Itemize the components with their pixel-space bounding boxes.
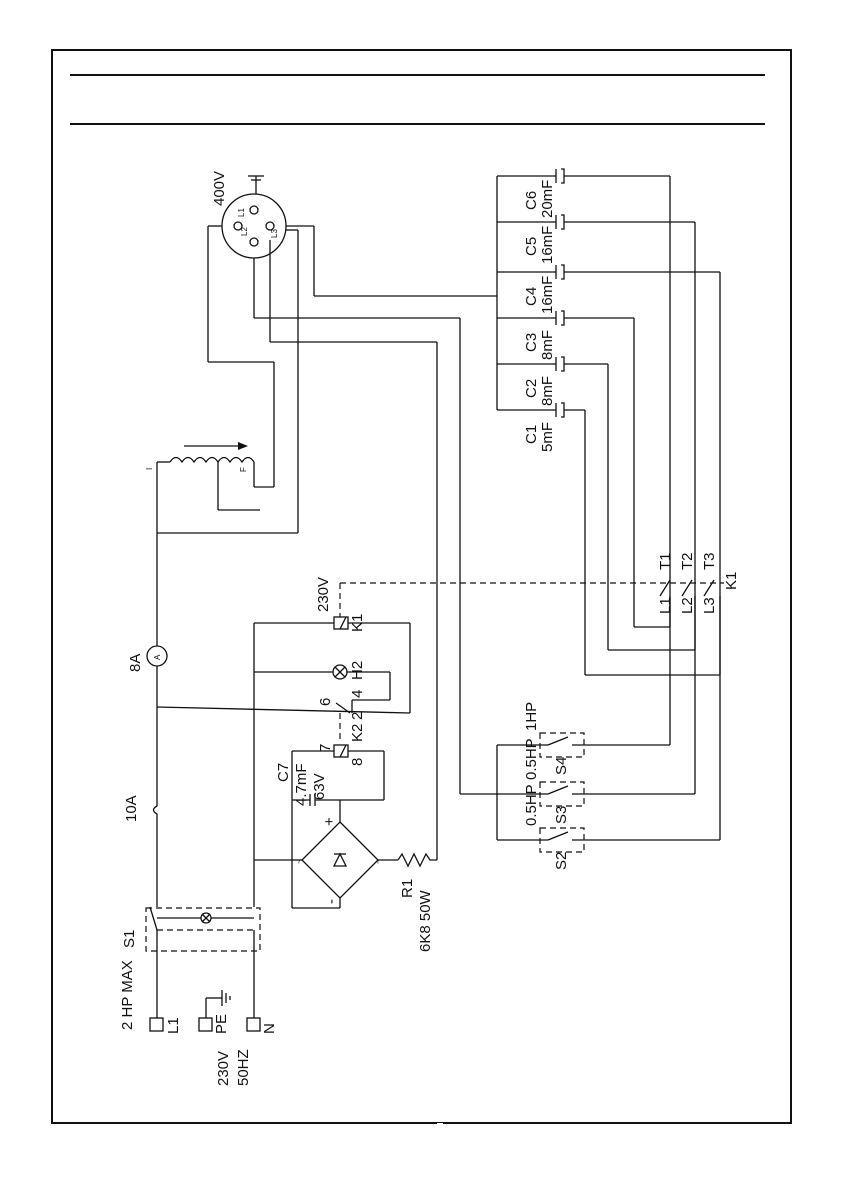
capacitor-c4 (497, 265, 720, 279)
k2-pin-4: 4 (349, 690, 366, 698)
svg-text:L1: L1 (657, 597, 674, 614)
ammeter-symbol: A (153, 654, 162, 660)
switch-name: S4 (553, 757, 570, 775)
svg-text:T2: T2 (679, 552, 696, 570)
k1-coil-label: K1 (349, 614, 366, 632)
capacitor-value: 8mF (539, 330, 556, 360)
capacitor-value: 20mF (539, 180, 556, 218)
fuse-icon (154, 800, 158, 820)
capacitor-value: 5mF (539, 422, 556, 452)
terminal-label-l1: L1 (165, 1017, 182, 1034)
k2-coil-label: K2 (349, 724, 366, 742)
output-socket-400v (222, 176, 497, 794)
k1-contacts-label: K1 (723, 572, 740, 590)
autotransformer (157, 226, 274, 510)
terminal-n (247, 1018, 260, 1031)
svg-text:L2: L2 (679, 597, 696, 614)
capacitor-c3 (497, 311, 634, 325)
capacitor-value: 16mF (539, 276, 556, 314)
capacitor-name: C1 (523, 425, 540, 444)
socket-voltage: 400V (211, 171, 228, 206)
page-border (52, 50, 791, 1123)
svg-text:I: I (145, 468, 154, 470)
fuse-label: 10A (123, 795, 140, 822)
svg-text:L3: L3 (701, 597, 718, 614)
ammeter-rating: 8A (127, 654, 144, 672)
svg-text:L3: L3 (270, 229, 279, 238)
l1-rail (157, 230, 298, 1018)
resistor-r1 (398, 854, 437, 866)
svg-text:+: + (321, 817, 338, 826)
capacitor-name: C4 (523, 287, 540, 306)
svg-text:-: - (323, 899, 340, 904)
switch-rating: 0.5HP (523, 738, 540, 780)
k2-pin-7: 7 (317, 744, 334, 752)
relay-k1-coil (330, 617, 410, 629)
supply-voltage: 230V (215, 1051, 232, 1086)
switch-rating: 1HP (523, 702, 540, 731)
svg-text:F: F (239, 467, 248, 472)
capacitor-value: 16mF (539, 226, 556, 264)
svg-text:L2: L2 (240, 227, 249, 236)
lamp-label: H2 (349, 661, 366, 680)
r1-name: R1 (399, 879, 416, 898)
c7-name: C7 (275, 763, 292, 782)
capacitor-name: C3 (523, 333, 540, 352)
terminal-pe (199, 1018, 212, 1031)
svg-text:~: ~ (374, 859, 383, 864)
svg-text:~: ~ (295, 859, 304, 864)
switch-s1-label: S1 (121, 930, 138, 948)
r1-value: 6K8 50W (417, 889, 434, 952)
svg-text:L1: L1 (237, 208, 246, 217)
svg-text:T1: T1 (657, 552, 674, 570)
c7-value: 4.7mF (293, 763, 310, 806)
capacitor-name: C6 (523, 191, 540, 210)
terminal-label-pe: PE (213, 1014, 230, 1034)
svg-text:T3: T3 (701, 552, 718, 570)
labels: 230V 50HZ L1 PE N 2 HP MAX S1 10A 8A A 4… (119, 171, 740, 1086)
main-switch-s1 (146, 907, 260, 951)
bridge-rectifier (292, 800, 398, 908)
switch-labels: S2 0.5HP S3 0.5HP S4 1HP (523, 702, 570, 870)
terminal-l1 (150, 1018, 163, 1031)
terminal-label-n: N (261, 1023, 278, 1034)
capacitor-name: C5 (523, 237, 540, 256)
c7-voltage: 63V (311, 773, 328, 800)
k2-pin-8: 8 (349, 758, 366, 766)
switch-rating: 0.5HP (523, 784, 540, 826)
switch-name: S2 (553, 852, 570, 870)
capacitor-name: C2 (523, 379, 540, 398)
k2-pin-2: 2 (349, 712, 366, 720)
k1-coil-voltage: 230V (315, 577, 332, 612)
capacitor-c5 (497, 215, 695, 229)
k2-pin-6: 6 (317, 698, 334, 706)
selector-switch-s2 (497, 828, 720, 852)
capacitor-c6 (497, 169, 670, 183)
max-rating: 2 HP MAX (119, 960, 136, 1030)
switch-name: S3 (553, 806, 570, 824)
supply-frequency: 50HZ (235, 1049, 252, 1086)
capacitor-value: 8mF (539, 376, 556, 406)
